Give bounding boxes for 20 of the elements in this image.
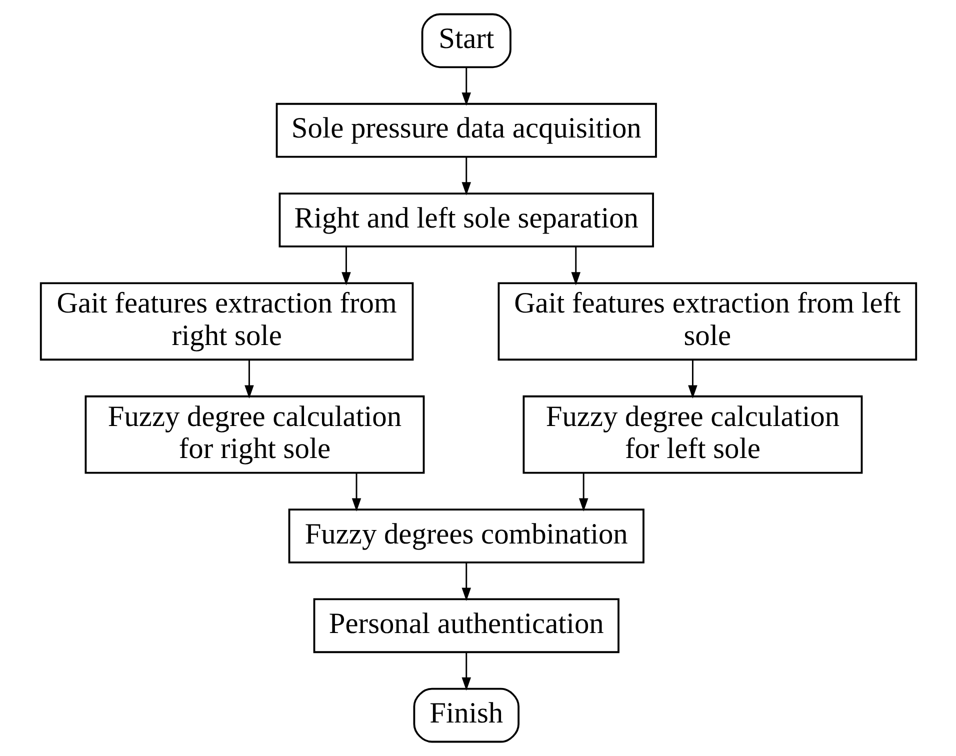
node-box: Right and left sole separation: [278, 192, 654, 248]
arrow: [461, 68, 471, 106]
arrow: [244, 360, 254, 399]
node-box: Finish: [412, 688, 519, 743]
arrow: [461, 157, 471, 196]
arrow: [578, 472, 588, 512]
node-box: Sole pressure data acquisition: [275, 102, 656, 158]
node-box: Gait features extraction from right sole: [39, 282, 414, 361]
node-box: Gait features extraction from left sole: [497, 282, 917, 361]
arrow: [341, 246, 350, 286]
arrow: [461, 562, 471, 601]
node-box: Personal authentication: [312, 598, 619, 654]
arrow: [570, 246, 580, 286]
arrow: [351, 472, 361, 512]
arrow: [688, 360, 697, 399]
node-box: Fuzzy degree calculation for right sole: [84, 395, 424, 474]
node-box: Fuzzy degree calculation for left sole: [522, 395, 862, 474]
node-box: Start: [420, 13, 511, 68]
arrow: [461, 652, 471, 691]
node-box: Fuzzy degrees combination: [288, 508, 644, 564]
